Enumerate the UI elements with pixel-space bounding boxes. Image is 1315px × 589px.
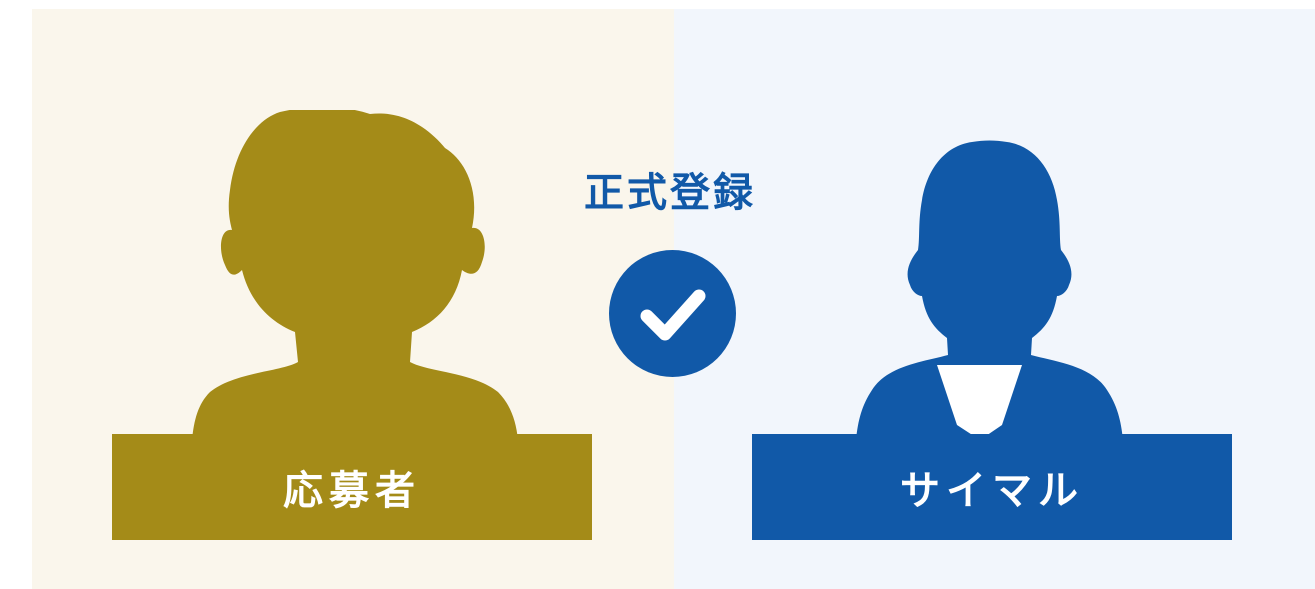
woman-silhouette-icon	[852, 140, 1127, 440]
applicant-label-box: 応募者	[112, 434, 592, 540]
company-label: サイマル	[900, 467, 1084, 514]
man-silhouette-icon	[190, 110, 520, 440]
company-label-box: サイマル	[752, 434, 1232, 540]
registration-title: 正式登録	[584, 170, 756, 216]
check-icon	[640, 289, 706, 341]
check-badge	[609, 250, 736, 377]
applicant-label: 応募者	[283, 467, 421, 514]
